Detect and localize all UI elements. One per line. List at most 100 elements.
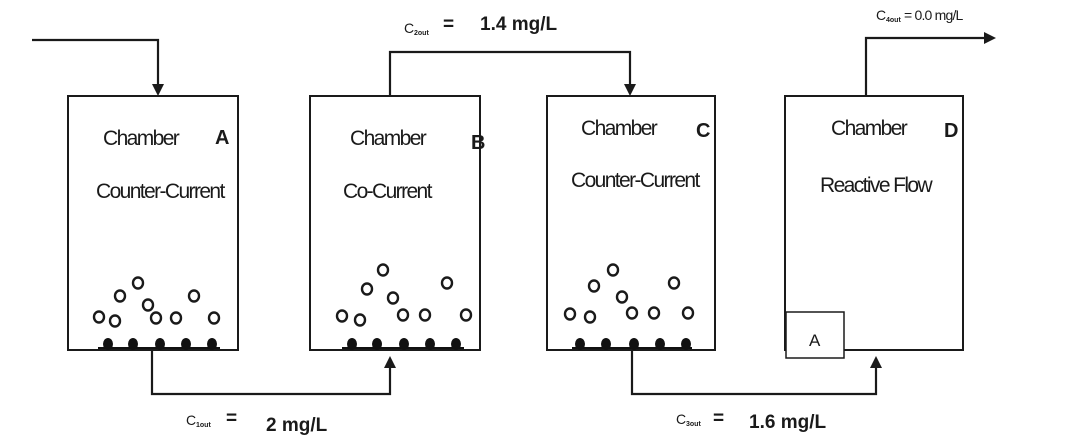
c4-symbol: C — [876, 7, 886, 23]
bubble — [625, 306, 639, 320]
c1-separator: = — [226, 408, 237, 429]
diffuser-nozzle — [681, 338, 691, 350]
c3-subscript: 3out — [686, 421, 701, 428]
chamber-d-mode: Reactive Flow — [820, 174, 934, 197]
c2-symbol: C — [404, 20, 414, 36]
diffuser-nozzle — [655, 338, 665, 350]
bubble — [149, 311, 163, 325]
chamber-c-mode: Counter-Current — [571, 169, 700, 192]
chamber-b-box — [309, 95, 481, 351]
diffuser-nozzle — [128, 338, 138, 350]
chamber-a-box — [67, 95, 239, 351]
chamber-b: Chamber B Co-Current — [309, 95, 485, 351]
chamber-d-letter: D — [944, 120, 958, 142]
c3-separator: = — [713, 408, 724, 429]
chamber-b-mode: Co-Current — [343, 180, 433, 203]
marker-box — [785, 311, 845, 359]
chamber-c-bubbles — [563, 263, 695, 324]
c1-subscript: 1out — [196, 422, 211, 429]
c1-value: 2 mg/L — [266, 415, 328, 436]
bubble — [131, 276, 145, 290]
diffuser-nozzle — [155, 338, 165, 350]
diffuser-nozzle — [207, 338, 217, 350]
bubble — [141, 298, 155, 312]
chamber-d-box — [784, 95, 964, 351]
bubble — [459, 308, 473, 322]
flow-arrow-head-a-to-b — [384, 356, 396, 368]
diffuser-nozzle — [451, 338, 461, 350]
bubble — [606, 263, 620, 277]
chamber-a-mode: Counter-Current — [96, 180, 225, 203]
diffuser-nozzle — [181, 338, 191, 350]
c2-value: 1.4 mg/L — [480, 14, 557, 35]
flow-line-c-to-d — [630, 350, 878, 396]
chamber-b-title: Chamber — [350, 127, 427, 150]
bubble — [647, 306, 661, 320]
bubble — [418, 308, 432, 322]
c3-value: 1.6 mg/L — [749, 412, 826, 433]
bubble — [440, 276, 454, 290]
diffuser-nozzle — [103, 338, 113, 350]
bubble — [667, 276, 681, 290]
c1-symbol: C — [186, 412, 196, 428]
bubble — [92, 310, 106, 324]
diffuser-nozzle — [372, 338, 382, 350]
bubble — [169, 311, 183, 325]
bubble — [335, 309, 349, 323]
c4-value: = 0.0 mg/L — [904, 7, 964, 23]
diffuser-nozzle — [347, 338, 357, 350]
chamber-c-letter: C — [696, 120, 710, 142]
diffuser-nozzle — [601, 338, 611, 350]
flow-line-a-to-b — [150, 350, 392, 396]
stream-label-c1: C 1out = 2 mg/L — [186, 408, 328, 436]
stream-label-c4: C 4out = 0.0 mg/L — [876, 7, 964, 24]
chamber-c: Chamber C Counter-Current — [546, 95, 716, 351]
chamber-d-title: Chamber — [831, 117, 908, 140]
bubble — [108, 314, 122, 328]
flow-arrow-head-b-to-c — [624, 84, 636, 96]
chamber-d: Chamber D Reactive Flow A — [784, 95, 964, 359]
chamber-a-letter: A — [215, 127, 229, 149]
c4-subscript: 4out — [886, 17, 901, 24]
bubble — [681, 306, 695, 320]
flow-arrow-head-c-to-d — [870, 356, 882, 368]
bubble — [386, 291, 400, 305]
chamber-b-diffuser — [342, 338, 464, 350]
bubble — [353, 313, 367, 327]
chamber-a-diffuser — [98, 338, 220, 350]
bubble — [360, 282, 374, 296]
diffuser-nozzle — [425, 338, 435, 350]
bubble — [583, 310, 597, 324]
chamber-c-diffuser — [572, 338, 692, 350]
outlet-line — [864, 36, 986, 96]
bubble — [615, 290, 629, 304]
bubble — [207, 311, 221, 325]
chamber-a-title: Chamber — [103, 127, 180, 150]
stream-label-c3: C 3out = 1.6 mg/L — [676, 408, 826, 433]
outlet-arrow-head — [984, 32, 996, 44]
c2-subscript: 2out — [414, 30, 429, 37]
c3-symbol: C — [676, 411, 686, 427]
flow-line-b-to-c — [388, 50, 632, 96]
diffuser-nozzle — [399, 338, 409, 350]
c2-separator: = — [443, 14, 454, 35]
chamber-a-bubbles — [92, 276, 221, 328]
chamber-c-title: Chamber — [581, 117, 658, 140]
chamber-b-letter: B — [471, 132, 485, 154]
diffuser-nozzle — [575, 338, 585, 350]
bubble — [187, 289, 201, 303]
diffuser-nozzle — [629, 338, 639, 350]
bubble — [563, 307, 577, 321]
bubble — [396, 308, 410, 322]
inlet-line — [32, 38, 160, 86]
bubble — [113, 289, 127, 303]
inlet-arrow-head — [152, 84, 164, 96]
marker-box-label: A — [809, 331, 821, 350]
bubble — [587, 279, 601, 293]
stream-label-c2: C 2out = 1.4 mg/L — [404, 14, 557, 37]
bubble — [376, 263, 390, 277]
chamber-a: Chamber A Counter-Current — [67, 95, 239, 351]
chamber-b-bubbles — [335, 263, 473, 327]
